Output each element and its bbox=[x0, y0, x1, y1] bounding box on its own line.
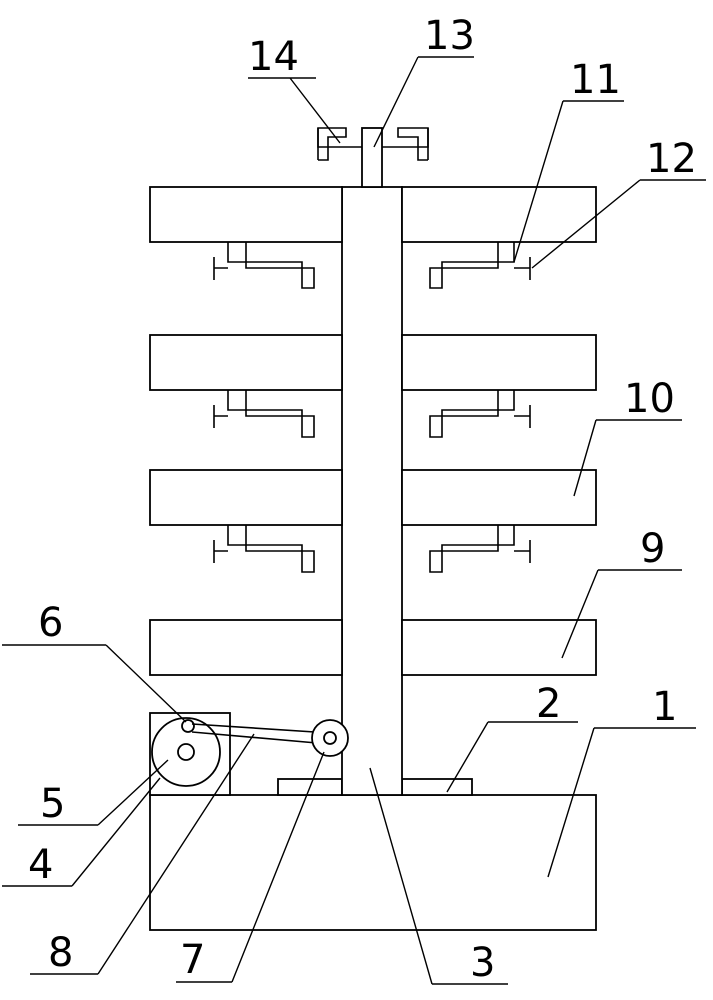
label-12: 12 bbox=[646, 136, 697, 182]
label-2: 2 bbox=[536, 681, 561, 727]
clamp-left-row2 bbox=[213, 390, 315, 438]
driven-pin bbox=[323, 731, 337, 745]
label-7: 7 bbox=[180, 937, 205, 983]
shelf-bottom-right bbox=[401, 619, 597, 676]
label-6: 6 bbox=[38, 600, 63, 646]
shelf-2-left bbox=[149, 334, 343, 391]
label-14: 14 bbox=[248, 34, 299, 80]
shelf-2-right bbox=[401, 334, 597, 391]
clamp-right-row2 bbox=[429, 390, 531, 438]
shelf-3-right bbox=[401, 469, 597, 526]
shelf-bottom-left bbox=[149, 619, 343, 676]
clamp-right-row3 bbox=[429, 525, 531, 573]
crank-pin bbox=[181, 719, 195, 733]
label-8: 8 bbox=[48, 930, 73, 976]
shelf-3-left bbox=[149, 469, 343, 526]
label-11: 11 bbox=[570, 57, 621, 103]
top-handle-right bbox=[382, 127, 429, 161]
connecting-rod bbox=[191, 723, 331, 745]
clamp-left-row1 bbox=[213, 242, 315, 289]
clamp-right-row1 bbox=[429, 242, 531, 289]
shelf-top-right bbox=[401, 186, 597, 243]
label-5: 5 bbox=[40, 781, 65, 827]
motor-hub bbox=[177, 743, 195, 761]
label-10: 10 bbox=[624, 376, 675, 422]
base-block bbox=[149, 794, 597, 931]
label-4: 4 bbox=[28, 842, 53, 888]
label-3: 3 bbox=[470, 940, 495, 986]
central-column bbox=[341, 186, 403, 796]
label-9: 9 bbox=[640, 526, 665, 572]
label-13: 13 bbox=[424, 13, 475, 59]
top-handle-left bbox=[317, 127, 362, 161]
shelf-top-left bbox=[149, 186, 343, 243]
clamp-left-row3 bbox=[213, 525, 315, 573]
top-spindle bbox=[361, 127, 383, 188]
leader-lines bbox=[2, 56, 706, 985]
label-1: 1 bbox=[652, 684, 677, 730]
base-pad-right bbox=[401, 778, 473, 796]
